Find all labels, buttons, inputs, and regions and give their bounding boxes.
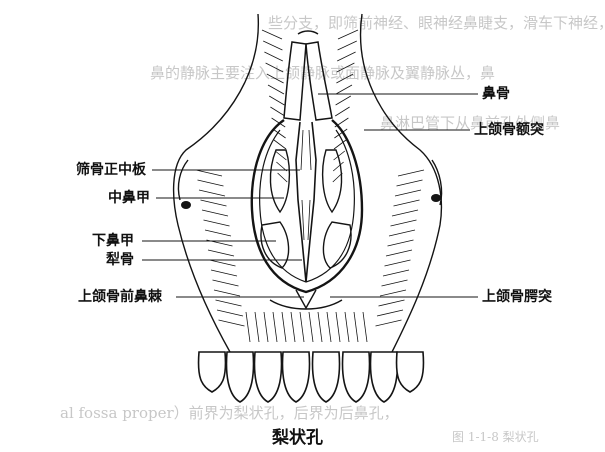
hatch-stroke xyxy=(255,312,259,342)
label-vomer: 犁骨 xyxy=(106,252,134,268)
hatch-stroke xyxy=(376,320,402,326)
hatch-stroke xyxy=(291,312,295,342)
hatch-stroke xyxy=(392,210,418,216)
nasal-septum xyxy=(296,122,316,282)
hatch-stroke xyxy=(335,107,349,116)
hatch-stroke xyxy=(382,280,408,286)
tooth xyxy=(371,352,398,402)
figure-caption: 梨状孔 xyxy=(272,428,323,448)
hatch-stroke xyxy=(282,312,286,342)
hatch-stroke xyxy=(264,52,282,61)
hatch-stroke xyxy=(363,312,367,342)
upper-teeth xyxy=(199,352,424,402)
hatch-stroke xyxy=(208,250,234,256)
hatch-stroke xyxy=(338,30,358,39)
leader-lines xyxy=(142,94,478,297)
hatch-stroke xyxy=(337,52,355,61)
hatch-stroke xyxy=(394,200,420,206)
hatch-stroke xyxy=(318,312,322,342)
hatch-stroke xyxy=(217,310,243,316)
hatch-stroke xyxy=(336,85,352,94)
hatch-stroke xyxy=(219,320,245,326)
hatch-stroke xyxy=(333,162,343,171)
label-nasal-bone: 鼻骨 xyxy=(482,86,510,102)
hatch-stroke xyxy=(263,41,282,50)
tooth xyxy=(227,352,254,402)
foramina xyxy=(181,194,441,209)
tooth xyxy=(343,352,370,402)
hatch-stroke xyxy=(202,210,228,216)
hatch-stroke xyxy=(269,96,284,105)
hatch-stroke xyxy=(204,220,230,226)
hatch-stroke xyxy=(300,312,304,342)
label-perpendicular-plate-ethmoid: 筛骨正中板 xyxy=(76,162,146,178)
hatch-stroke xyxy=(397,180,423,186)
hatch-stroke xyxy=(398,170,424,176)
hatch-stroke xyxy=(336,312,340,342)
hatch-stroke xyxy=(198,180,224,186)
hatch-stroke xyxy=(196,170,222,176)
tooth xyxy=(199,352,226,392)
hatch-stroke xyxy=(386,250,412,256)
hatch-stroke xyxy=(336,96,351,105)
tooth xyxy=(283,352,310,402)
hatch-stroke xyxy=(388,240,414,246)
hatch-stroke xyxy=(199,190,225,196)
hatch-stroke xyxy=(273,312,277,342)
hatch-stroke xyxy=(380,290,406,296)
hatch-stroke xyxy=(211,270,237,276)
hatch-stroke xyxy=(309,312,313,342)
hatch-stroke xyxy=(274,140,286,149)
label-anterior-nasal-spine: 上颌骨前鼻棘 xyxy=(78,289,162,305)
hatch-stroke xyxy=(337,63,355,72)
hatch-stroke xyxy=(338,41,357,50)
tooth xyxy=(397,352,424,392)
hatch-stroke xyxy=(213,280,239,286)
hatch-stroke xyxy=(210,260,236,266)
hatch-stroke xyxy=(391,220,417,226)
label-palatine-process-maxilla: 上颌骨腭突 xyxy=(482,289,552,305)
hatch-stroke xyxy=(268,85,284,94)
hatch-stroke xyxy=(278,173,288,182)
tooth xyxy=(255,352,282,402)
hatch-stroke xyxy=(264,312,268,342)
hatch-stroke xyxy=(379,300,405,306)
hatch-stroke xyxy=(327,312,331,342)
tooth xyxy=(313,352,340,402)
hatch-stroke xyxy=(336,74,353,83)
hatch-stroke xyxy=(345,312,349,342)
hatch-stroke xyxy=(262,30,282,39)
hatch-stroke xyxy=(214,290,240,296)
hatch-stroke xyxy=(385,260,411,266)
hatch-stroke xyxy=(377,310,403,316)
hatch-stroke xyxy=(395,190,421,196)
hatch-stroke xyxy=(275,151,286,160)
label-frontal-process-maxilla: 上颌骨额突 xyxy=(474,122,544,138)
label-middle-concha: 中鼻甲 xyxy=(108,190,150,206)
hatch-stroke xyxy=(216,300,242,306)
hatch-stroke xyxy=(354,312,358,342)
hatch-stroke xyxy=(383,270,409,276)
hatch-stroke xyxy=(267,74,284,83)
hatch-stroke xyxy=(266,63,284,72)
nasal-bone-shape xyxy=(284,31,332,120)
hatch-stroke xyxy=(201,200,227,206)
hatch-stroke xyxy=(246,312,250,342)
label-inferior-concha: 下鼻甲 xyxy=(92,233,134,249)
hatch-stroke xyxy=(389,230,415,236)
hatch-stroke xyxy=(270,107,284,116)
hatch-stroke xyxy=(205,230,231,236)
